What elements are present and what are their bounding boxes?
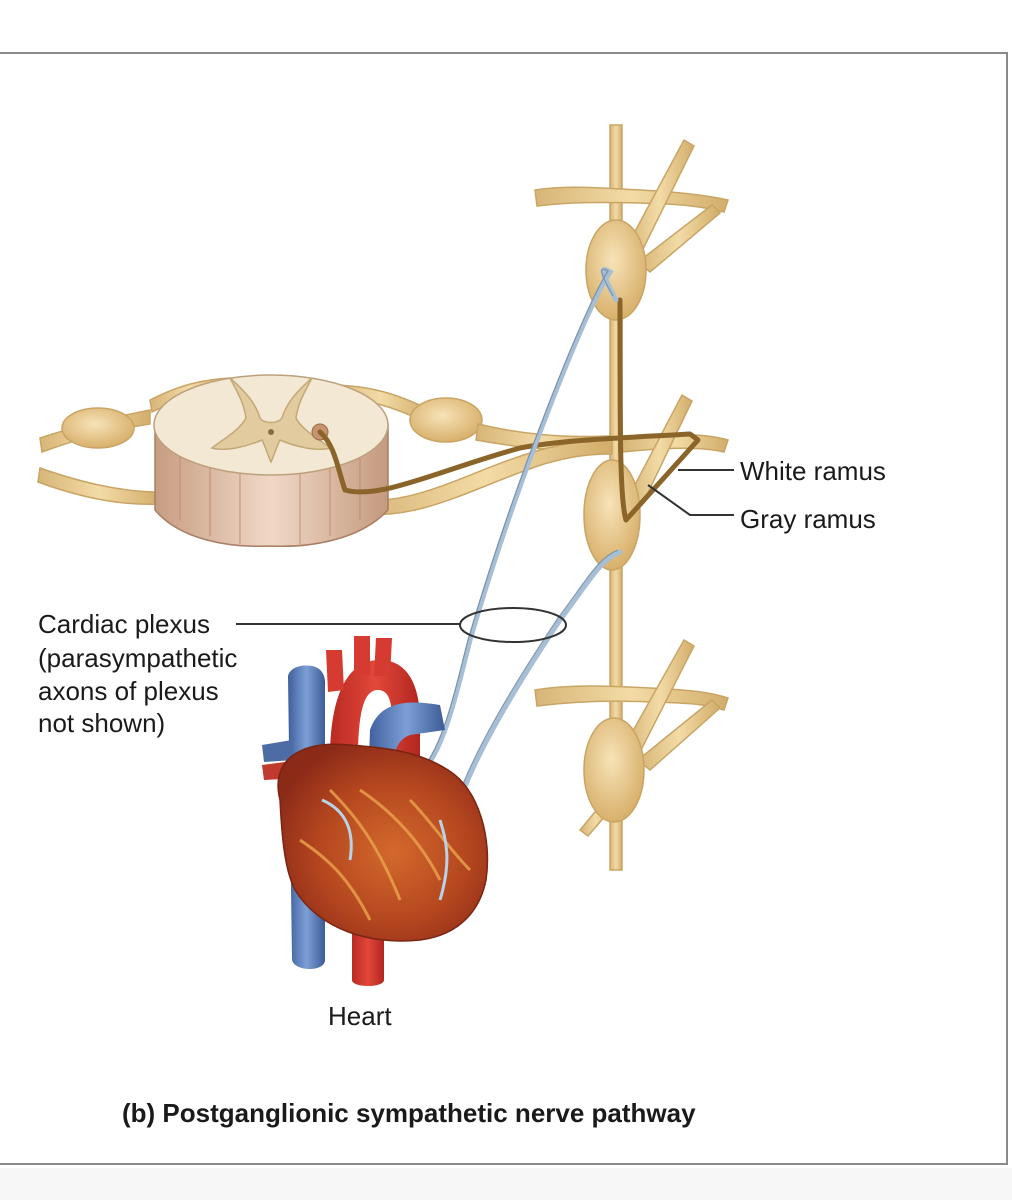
figure-caption: (b) Postganglionic sympathetic nerve pat… xyxy=(122,1098,696,1128)
cardiac-plexus-note-line-1: (parasympathetic xyxy=(38,643,238,673)
cardiac-plexus-note-line-3: not shown) xyxy=(38,708,166,738)
leader-lines xyxy=(236,469,734,625)
sympathetic-trunk xyxy=(534,124,729,871)
spinal-nerve xyxy=(37,377,613,516)
preganglionic-axon xyxy=(317,297,701,523)
cardiac-plexus-note-line-2: axons of plexus xyxy=(38,676,219,706)
lower-ganglion xyxy=(583,717,645,823)
heart-illustration xyxy=(262,636,489,986)
heart-label: Heart xyxy=(328,1001,392,1031)
cardiac-plexus-label: Cardiac plexus xyxy=(38,609,210,639)
bottom-band xyxy=(0,1168,1012,1200)
gray-ramus-label: Gray ramus xyxy=(740,504,876,534)
middle-ganglion xyxy=(583,459,641,571)
white-ramus-label: White ramus xyxy=(740,456,886,486)
upper-ganglion xyxy=(585,219,647,321)
spinal-cord xyxy=(153,374,389,548)
